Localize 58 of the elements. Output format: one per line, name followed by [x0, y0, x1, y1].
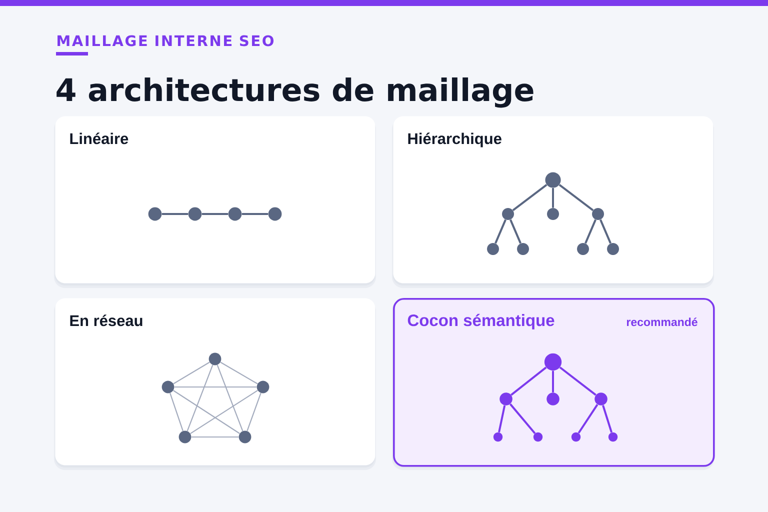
node-dot [533, 432, 543, 442]
kicker-text: MAILLAGE INTERNE SEO [58, 35, 274, 46]
connector-line [190, 390, 258, 434]
connector-line [242, 213, 268, 215]
connector-line [494, 219, 506, 244]
connector-line [174, 386, 257, 388]
node-dot [517, 243, 529, 255]
connector-line [602, 405, 613, 433]
connector-line [162, 213, 188, 215]
node-dot [502, 208, 514, 220]
node-dot [162, 380, 174, 394]
connector-line [600, 219, 612, 244]
connector-line [216, 364, 244, 432]
node-dot [594, 392, 608, 406]
connector-line [170, 392, 184, 432]
node-dot [577, 243, 589, 255]
card: Hiérarchique [392, 116, 714, 288]
node-dot [178, 430, 192, 444]
card: En réseau [54, 298, 376, 470]
node-dot [148, 207, 162, 221]
node-dot [607, 243, 619, 255]
connector-line [584, 219, 596, 244]
connector-line [220, 362, 258, 384]
connector-line [552, 188, 554, 208]
node-dot [571, 432, 581, 442]
node-dot [188, 207, 202, 221]
node-dot [268, 207, 282, 221]
node-dot [500, 392, 512, 406]
connector-line [578, 404, 598, 434]
connector-line [202, 213, 228, 215]
node-dot [608, 432, 618, 442]
connector-line [186, 364, 214, 432]
node-dot [493, 432, 503, 442]
connector-line [510, 366, 547, 396]
node-dot [544, 353, 562, 371]
node-dot [238, 430, 252, 444]
connector-line [559, 366, 596, 396]
connector-line [552, 370, 554, 392]
node-dot [545, 172, 561, 188]
connector-line [173, 362, 210, 384]
node-dot [546, 392, 560, 406]
connector-line [498, 405, 506, 433]
tag-label: recommandé [626, 318, 698, 326]
connector-line [510, 219, 522, 244]
connector-line [191, 436, 239, 438]
connector-line [558, 184, 594, 212]
node-dot [547, 208, 559, 220]
connector-line [512, 184, 548, 212]
node-dot [256, 380, 270, 394]
node-dot [208, 352, 222, 366]
connector-line [510, 403, 536, 434]
node-dot [487, 243, 499, 255]
node-dot [228, 207, 242, 221]
node-dot [592, 208, 604, 220]
card: Linéaire [54, 116, 376, 288]
title: 4 architectures de maillage [56, 77, 534, 108]
connector-line [173, 390, 240, 434]
connector-line [246, 392, 262, 432]
